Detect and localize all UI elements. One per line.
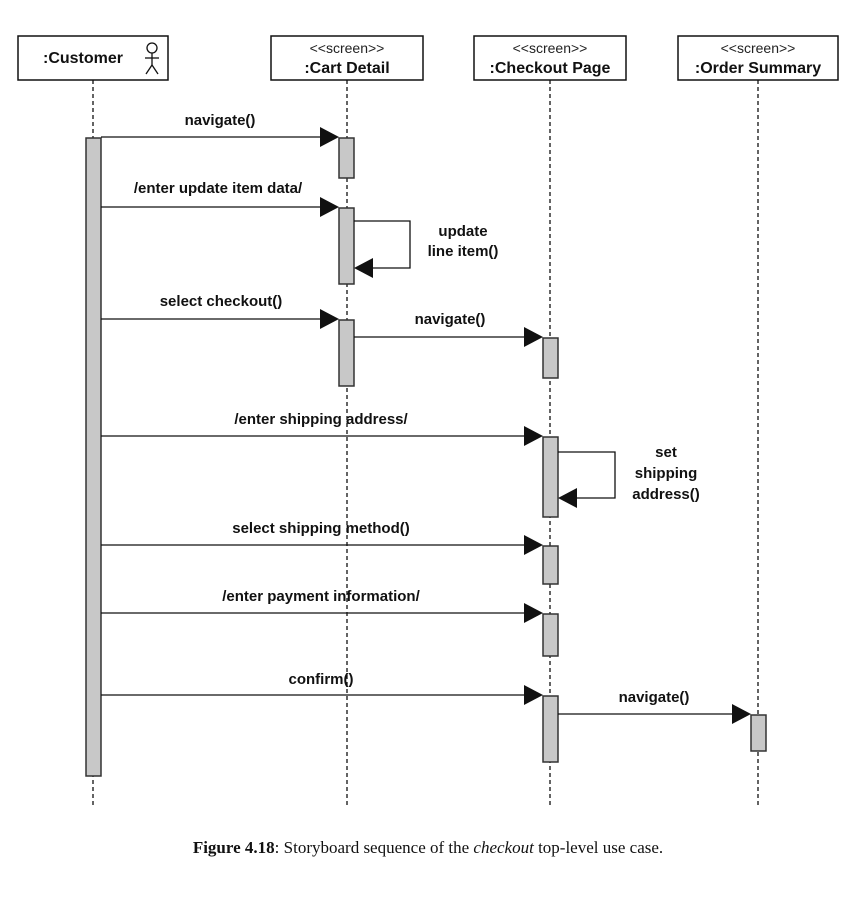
activation-customer (85, 137, 102, 777)
self-message-line (354, 220, 411, 269)
stereotype-order-summary: <<screen>> (721, 40, 796, 56)
activation-checkout-4 (542, 613, 559, 657)
activation-cart-3 (338, 319, 355, 387)
arrowhead-icon (524, 426, 543, 446)
arrowhead-icon (732, 704, 751, 724)
activation-checkout-1 (542, 337, 559, 379)
arrowhead-icon (524, 327, 543, 347)
activation-cart-1 (338, 137, 355, 179)
self-message-label-line: line item() (428, 243, 499, 260)
participant-name-checkout-page: :Checkout Page (490, 60, 611, 77)
self-message-label-line: shipping (635, 465, 698, 482)
activation-summary (750, 714, 767, 752)
participant-order-summary: <<screen>> :Order Summary (677, 35, 839, 81)
arrowhead-icon (524, 685, 543, 705)
message-label: confirm() (289, 671, 354, 688)
arrowhead-icon (524, 603, 543, 623)
figure-caption: Figure 4.18: Storyboard sequence of the … (0, 838, 856, 858)
activation-cart-2 (338, 207, 355, 285)
activation-checkout-2 (542, 436, 559, 518)
message-label: /enter payment information/ (222, 588, 420, 605)
message-label: navigate() (185, 112, 256, 129)
actor-icon (145, 42, 159, 75)
participant-cart-detail: <<screen>> :Cart Detail (270, 35, 424, 81)
arrowhead-icon (524, 535, 543, 555)
message-label: select shipping method() (232, 520, 410, 537)
arrowhead-icon (320, 127, 339, 147)
caption-emphasis: checkout (473, 838, 534, 857)
participant-checkout-page: <<screen>> :Checkout Page (473, 35, 627, 81)
participant-customer: :Customer (17, 35, 169, 81)
message-label: navigate() (619, 689, 690, 706)
caption-text-before: : Storyboard sequence of the (274, 838, 474, 857)
message-label: navigate() (415, 311, 486, 328)
self-message-line (558, 451, 616, 499)
activation-checkout-5 (542, 695, 559, 763)
sequence-diagram: :Customer <<screen>> :Cart Detail <<scre… (17, 35, 839, 808)
stereotype-cart-detail: <<screen>> (310, 40, 385, 56)
arrowhead-icon (320, 309, 339, 329)
self-message-label-line: set (655, 444, 677, 461)
self-message-label-line: update (438, 223, 487, 240)
arrowhead-icon (558, 488, 577, 508)
participant-name-customer: :Customer (43, 50, 123, 67)
participant-name-order-summary: :Order Summary (695, 60, 821, 77)
message-label: /enter shipping address/ (234, 411, 408, 428)
message-label: select checkout() (160, 293, 283, 310)
arrowhead-icon (354, 258, 373, 278)
figure-number: Figure 4.18 (192, 838, 275, 857)
message-label: /enter update item data/ (134, 180, 303, 197)
arrowhead-icon (320, 197, 339, 217)
self-message-label-line: address() (632, 486, 700, 503)
activation-checkout-3 (542, 545, 559, 585)
stereotype-checkout-page: <<screen>> (513, 40, 588, 56)
participant-name-cart-detail: :Cart Detail (304, 60, 389, 77)
caption-text-after: top-level use case. (533, 838, 664, 857)
